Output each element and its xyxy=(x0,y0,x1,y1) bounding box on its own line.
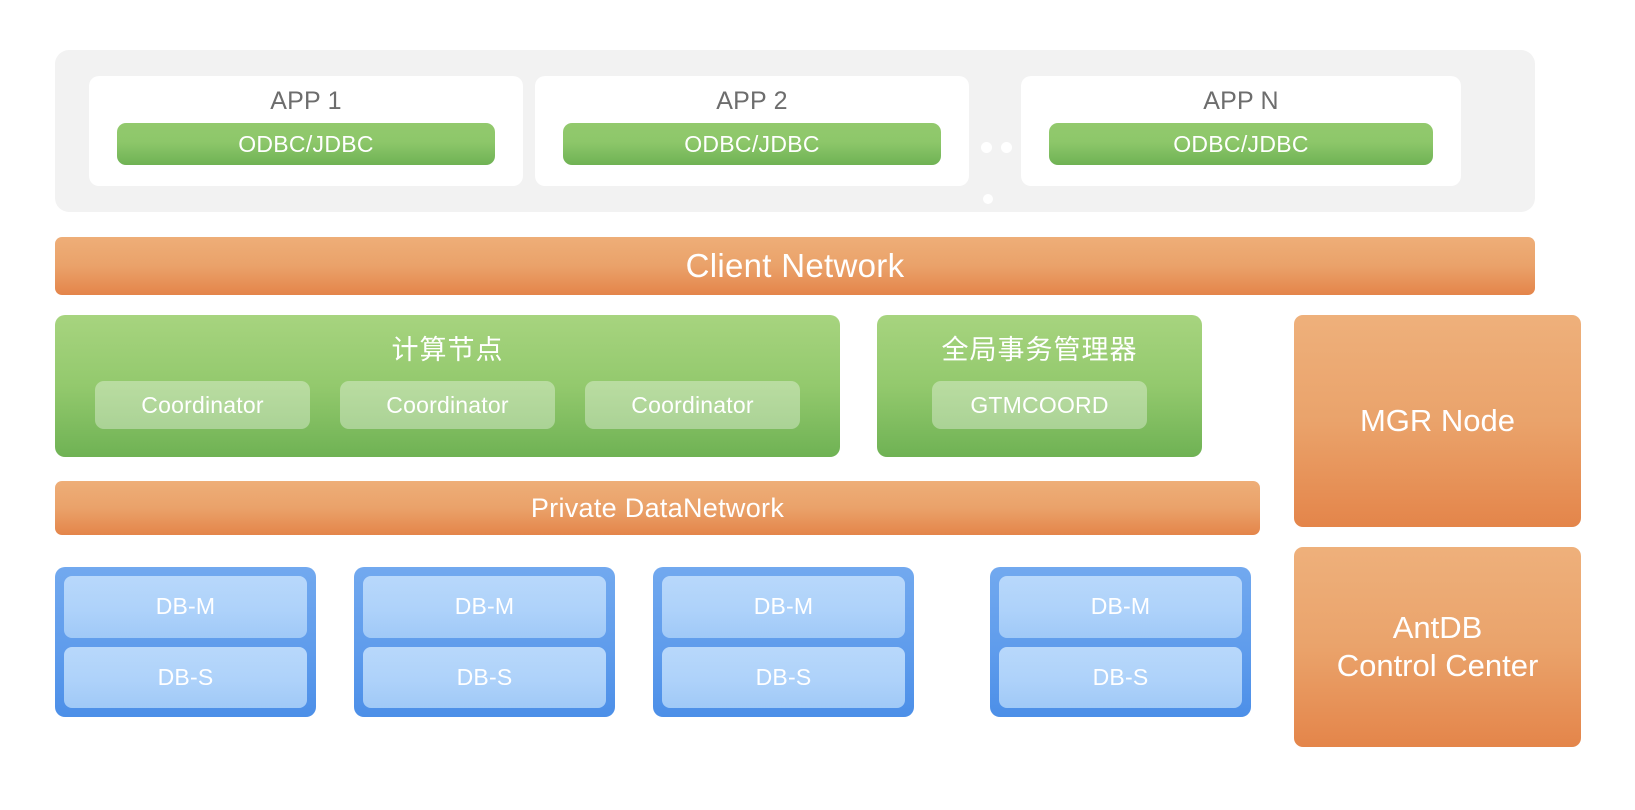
antdb-control-center-label: AntDB Control Center xyxy=(1336,610,1539,683)
app-title: APP 1 xyxy=(270,87,342,115)
global-transaction-manager-group: 全局事务管理器 GTMCOORD xyxy=(877,315,1202,457)
gtm-title: 全局事务管理器 xyxy=(941,335,1138,365)
coordinator-list: Coordinator Coordinator Coordinator xyxy=(55,381,840,429)
db-master-node[interactable]: DB-M xyxy=(662,576,905,638)
ellipsis-dot xyxy=(1001,142,1012,153)
app-card-2[interactable]: APP 2 ODBC/JDBC xyxy=(535,76,969,186)
app-title: APP 2 xyxy=(716,87,788,115)
compute-node-title: 计算节点 xyxy=(391,335,504,365)
db-master-node[interactable]: DB-M xyxy=(363,576,606,638)
gtm-node-list: GTMCOORD xyxy=(877,381,1202,429)
coordinator-node[interactable]: Coordinator xyxy=(585,381,800,429)
application-layer-band: APP 1 ODBC/JDBC APP 2 ODBC/JDBC APP N OD… xyxy=(55,50,1535,212)
coordinator-node[interactable]: Coordinator xyxy=(95,381,310,429)
app-ellipsis-icon xyxy=(980,142,1020,154)
mgr-node-panel[interactable]: MGR Node xyxy=(1294,315,1581,527)
odbc-jdbc-connector[interactable]: ODBC/JDBC xyxy=(563,123,941,165)
coordinator-node[interactable]: Coordinator xyxy=(340,381,555,429)
private-datanetwork-bar: Private DataNetwork xyxy=(55,481,1260,535)
db-group[interactable]: DB-M DB-S xyxy=(354,567,615,717)
app-card-1[interactable]: APP 1 ODBC/JDBC xyxy=(89,76,523,186)
odbc-jdbc-connector[interactable]: ODBC/JDBC xyxy=(1049,123,1433,165)
db-master-node[interactable]: DB-M xyxy=(64,576,307,638)
db-slave-node[interactable]: DB-S xyxy=(662,646,905,708)
app-card-n[interactable]: APP N ODBC/JDBC xyxy=(1021,76,1461,186)
db-group[interactable]: DB-M DB-S xyxy=(55,567,316,717)
db-master-node[interactable]: DB-M xyxy=(999,576,1242,638)
antdb-control-center-panel[interactable]: AntDB Control Center xyxy=(1294,547,1581,747)
compute-node-group: 计算节点 Coordinator Coordinator Coordinator xyxy=(55,315,840,457)
ellipsis-dot xyxy=(981,142,992,153)
db-slave-node[interactable]: DB-S xyxy=(363,646,606,708)
db-slave-node[interactable]: DB-S xyxy=(64,646,307,708)
client-network-bar: Client Network xyxy=(55,237,1535,295)
db-slave-node[interactable]: DB-S xyxy=(999,646,1242,708)
gtmcoord-node[interactable]: GTMCOORD xyxy=(932,381,1147,429)
db-group[interactable]: DB-M DB-S xyxy=(990,567,1251,717)
odbc-jdbc-connector[interactable]: ODBC/JDBC xyxy=(117,123,495,165)
app-title: APP N xyxy=(1203,87,1279,115)
ellipsis-dot xyxy=(983,194,993,204)
db-group[interactable]: DB-M DB-S xyxy=(653,567,914,717)
